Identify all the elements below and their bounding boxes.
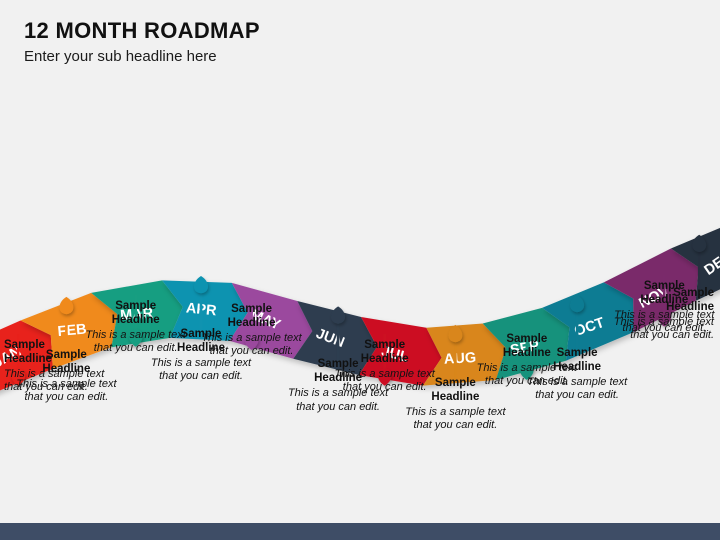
caption-headline-line1: Sample <box>317 358 359 371</box>
caption-headline-line2: Headline <box>314 372 363 385</box>
milestone-pin-jun[interactable] <box>331 306 346 324</box>
caption-headline-line1: Sample <box>45 348 87 361</box>
caption-headline-line2: Headline <box>42 362 91 375</box>
month-label-aug: AUG <box>444 350 477 368</box>
caption-headline-line2: Headline <box>4 352 52 365</box>
month-segment-apr[interactable] <box>162 280 248 341</box>
milestone-pin-sep[interactable] <box>519 362 534 380</box>
caption-headline-line2: Headline <box>502 346 551 359</box>
month-segment-jun[interactable] <box>293 301 377 375</box>
caption-body: This is a sample text that you can edit. <box>201 332 302 358</box>
page-title: 12 MONTH ROADMAP <box>24 18 260 43</box>
caption-headline-line2: Headline <box>666 300 714 313</box>
month-segment-feb[interactable] <box>20 292 118 369</box>
roadmap-pins <box>11 234 707 386</box>
milestone-pin-mar[interactable] <box>128 329 143 347</box>
milestone-pin-apr[interactable] <box>194 276 208 294</box>
milestone-pin-aug[interactable] <box>448 324 463 343</box>
milestone-pin-feb[interactable] <box>59 296 74 315</box>
milestone-pin-may[interactable] <box>244 332 259 350</box>
month-segment-aug[interactable] <box>422 323 506 386</box>
caption-headline-line2: Headline <box>360 352 409 365</box>
caption-headline-line1: Sample <box>556 346 598 359</box>
caption-headline-line1: Sample <box>231 303 273 315</box>
caption-headline-line1: Sample <box>673 286 714 299</box>
month-label-mar: MAR <box>120 306 155 324</box>
caption-headline-line2: Headline <box>177 342 225 355</box>
caption-body: This is a sample text that you can edit. <box>287 387 389 413</box>
caption-headline-line1: Sample <box>506 332 548 345</box>
caption-headline-line2: Headline <box>111 313 160 326</box>
caption-body: This is a sample text that you can edit. <box>613 315 714 342</box>
caption-headline-line1: Sample <box>4 338 45 351</box>
caption-headline-line1: Sample <box>643 279 685 292</box>
page-subtitle: Enter your sub headline here <box>24 48 217 65</box>
milestone-pin-oct[interactable] <box>570 294 585 313</box>
caption-body: This is a sample text that you can edit. <box>334 367 435 394</box>
month-segment-oct[interactable] <box>542 282 634 361</box>
milestone-pin-nov[interactable] <box>657 309 672 327</box>
caption-body: This is a sample text that you can edit. <box>476 361 577 388</box>
caption-headline-line1: Sample <box>115 299 157 312</box>
caption-body: This is a sample text that you can edit. <box>614 308 715 334</box>
month-segment-jul[interactable] <box>358 317 442 386</box>
caption-headline-line1: Sample <box>180 328 222 340</box>
caption-headline-line1: Sample <box>434 376 476 389</box>
caption-headline-line2: Headline <box>227 317 276 330</box>
caption-headline-line2: Headline <box>553 360 602 373</box>
caption-headline-line2: Headline <box>640 293 689 306</box>
caption-body: This is a sample text that you can edit. <box>526 375 628 402</box>
month-label-feb: FEB <box>57 322 87 341</box>
caption-body: This is a sample text that you can edit. <box>16 377 117 404</box>
caption-headline-line1: Sample <box>364 338 406 351</box>
caption-body: This is a sample text that you can edit. <box>4 367 105 394</box>
caption-body: This is a sample text that you can edit. <box>405 405 506 432</box>
footer-bar <box>0 523 720 540</box>
caption-body: This is a sample text that you can edit. <box>85 328 186 355</box>
milestone-pin-dec[interactable] <box>692 234 707 253</box>
month-label-sep: SEP <box>509 338 541 359</box>
caption-headline-line2: Headline <box>431 390 480 403</box>
milestone-pin-jan[interactable] <box>11 368 26 386</box>
month-segment-dec[interactable] <box>670 217 720 301</box>
month-segment-nov[interactable] <box>603 248 699 333</box>
month-label-jul: JUL <box>380 343 411 366</box>
caption-body: This is a sample text that you can edit. <box>150 357 252 383</box>
milestone-pin-jul[interactable] <box>377 368 392 386</box>
